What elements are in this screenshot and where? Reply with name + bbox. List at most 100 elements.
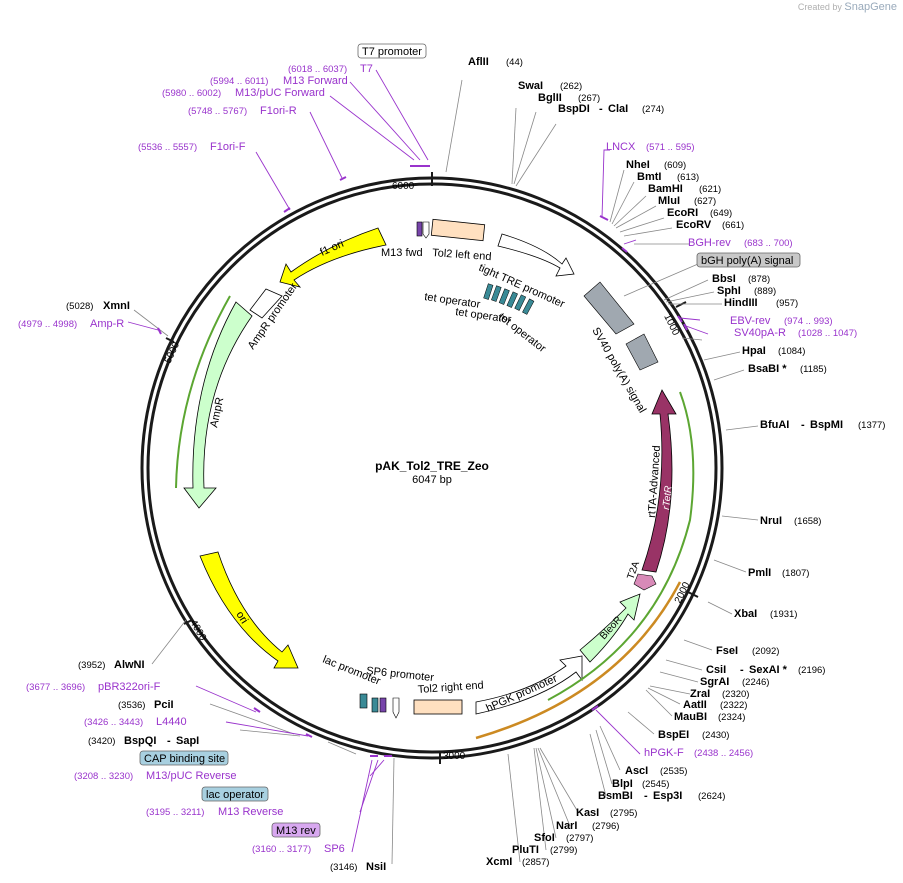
enzyme-hindiii: HindIII <box>724 297 758 309</box>
watermark-prefix: Created by <box>797 2 842 12</box>
primer-lncx-range: (571 .. 595) <box>646 142 695 153</box>
feature-sv40-polya-1[interactable] <box>583 281 635 335</box>
primer-f1orif: F1ori-F <box>210 141 246 153</box>
enzyme-mlui: MluI <box>658 195 680 207</box>
primer-m13pucrev: M13/pUC Reverse <box>146 770 236 782</box>
feature-t2a[interactable] <box>633 573 657 591</box>
feature-ori[interactable] <box>199 551 299 669</box>
enzyme-sfoi: SfoI <box>534 832 555 844</box>
pos-aatii: (2322) <box>720 700 747 711</box>
enzyme-pluti: PluTI <box>512 844 539 856</box>
feature-sp6-promoter[interactable] <box>392 697 400 719</box>
primer-lncx: LNCX <box>606 141 636 153</box>
label-ampr-promoter: AmpR promoter <box>246 281 301 352</box>
feature-tol2-right[interactable] <box>413 699 463 715</box>
plasmid-name: pAK_Tol2_TRE_Zeo <box>375 459 489 473</box>
primer-m13fwd-range: (5994 .. 6011) <box>210 76 268 87</box>
boxed-text-m13-rev: M13 rev <box>276 825 316 837</box>
enzyme-bsabi: BsaBI * <box>748 363 787 375</box>
pos-ecorv: (661) <box>722 220 744 231</box>
enzyme-xmni: XmnI <box>103 300 130 312</box>
enzyme-bmti: BmtI <box>637 171 661 183</box>
enzyme-separators: - - - - - <box>164 103 808 802</box>
feature-rtta-advanced[interactable] <box>641 389 677 573</box>
feature-ampr-promoter[interactable] <box>249 288 283 319</box>
boxed-label-bgh: bGH poly(A) signal <box>696 252 801 268</box>
snapgene-logo: SnapGene <box>844 1 897 13</box>
enzyme-nrui: NruI <box>760 515 782 527</box>
primer-l4440-range: (3426 .. 3443) <box>84 717 143 728</box>
pos-bamhi: (621) <box>699 184 721 195</box>
enzyme-aflii: AflII <box>468 56 489 68</box>
primer-m13puc-range: (5980 .. 6002) <box>162 88 221 99</box>
enzyme-bsmbi: BsmBI <box>598 790 633 802</box>
primer-m13puc: M13/pUC Forward <box>235 87 325 99</box>
feature-t7-promoter-small[interactable] <box>422 221 430 239</box>
enzyme-fsei: FseI <box>716 645 738 657</box>
boxed-text-bgh: bGH poly(A) signal <box>701 255 793 267</box>
snapgene-watermark: Created by SnapGene <box>798 1 897 13</box>
enzyme-bspei: BspEI <box>658 729 689 741</box>
enzyme-maubi: MauBI <box>674 711 707 723</box>
enzyme-bfuai: BfuAI <box>760 419 789 431</box>
feature-lac-operator[interactable] <box>371 697 379 713</box>
ampr-orf-line <box>175 295 231 489</box>
pos-csii: (2196) <box>798 665 825 676</box>
pos-alwni: (3952) <box>78 660 105 671</box>
enzyme-nsii: NsiI <box>366 861 386 873</box>
enzyme-pmli: PmlI <box>748 567 771 579</box>
label-tol2-left: Tol2 left end <box>432 247 492 263</box>
pos-bsmbi: (2624) <box>698 791 725 802</box>
primer-sv40par: SV40pA-R <box>734 327 786 339</box>
label-ori: ori <box>233 609 250 626</box>
tick-label-6000: 6000 <box>392 181 415 192</box>
feature-m13-fwd[interactable] <box>416 221 423 237</box>
boxed-text-lac-operator: lac operator <box>206 789 264 801</box>
feature-bleor[interactable] <box>579 593 641 663</box>
boxed-text-cap: CAP binding site <box>144 753 225 765</box>
pos-bspei: (2430) <box>702 730 729 741</box>
feature-cap-site[interactable] <box>359 693 368 709</box>
enzyme-xbai: XbaI <box>734 608 757 620</box>
feature-tight-tre[interactable] <box>497 233 575 277</box>
label-tol2-right: Tol2 right end <box>417 679 484 696</box>
primer-ebvrev-range: (974 .. 993) <box>784 316 833 327</box>
primer-sp6-range: (3160 .. 3177) <box>252 844 311 855</box>
primer-ampr: Amp-R <box>90 318 124 330</box>
enzyme-positions: (44) (262) (267) (274) (609) (613) (621)… <box>66 57 885 873</box>
primer-bghrev-range: (683 .. 700) <box>744 238 793 249</box>
primer-f1orir: F1ori-R <box>260 105 297 117</box>
boxed-text-t7: T7 promoter <box>362 46 422 58</box>
enzyme-labels: AflII SwaI BglII BspDI ClaI NheI BmtI Ba… <box>103 56 843 873</box>
pos-nsii: (3146) <box>330 862 357 873</box>
feature-f1-ori[interactable] <box>279 227 387 288</box>
pos-pmli: (1807) <box>782 568 809 579</box>
enzyme-swai: SwaI <box>518 80 543 92</box>
primer-callouts <box>127 69 709 853</box>
primer-pbr322-range: (3677 .. 3696) <box>26 682 85 693</box>
pos-nari: (2796) <box>592 821 619 832</box>
enzyme-kasi: KasI <box>576 807 599 819</box>
bleor-orf-line <box>475 581 682 740</box>
rtta-orf-line <box>547 391 695 701</box>
feature-m13rev[interactable] <box>379 697 387 713</box>
enzyme-alwni: AlwNI <box>114 659 145 671</box>
feature-ampr[interactable] <box>183 301 253 509</box>
primer-hpgkf: hPGK-F <box>644 747 684 759</box>
primer-m13rev: M13 Reverse <box>218 806 283 818</box>
boxed-label-m13-rev: M13 rev <box>271 822 321 838</box>
primer-labels: (6018 .. 6037) T7 (5994 .. 6011) M13 For… <box>18 63 857 855</box>
pos-nrui: (1658) <box>794 516 821 527</box>
primer-t7: T7 <box>360 63 373 75</box>
feature-sv40-polya-2[interactable] <box>625 333 659 371</box>
label-rtetr: rTetR <box>661 485 674 510</box>
feature-tet-operators[interactable] <box>483 283 535 315</box>
enzyme-pcii: PciI <box>154 699 174 711</box>
pos-ecori: (649) <box>710 208 732 219</box>
enzyme-bamhi: BamHI <box>648 183 683 195</box>
feature-tol2-left[interactable] <box>430 218 486 242</box>
tick-marks <box>165 172 699 764</box>
enzyme-asci: AscI <box>625 765 648 777</box>
primer-hpgkf-range: (2438 .. 2456) <box>694 748 753 759</box>
